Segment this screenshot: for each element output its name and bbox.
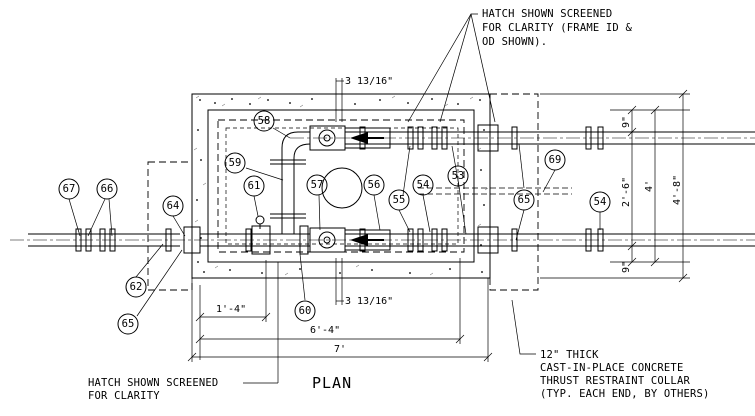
svg-text:56: 56 [368,179,381,191]
callout-65-left: 65 [117,313,139,335]
dimension-texts: 3 13/16" 3 13/16" 1'-4" 6'-4" 7' 9" 9" 2… [216,76,683,355]
svg-text:CAST-IN-PLACE CONCRETE: CAST-IN-PLACE CONCRETE [540,362,683,374]
svg-text:65: 65 [518,194,531,206]
valve-upper [309,125,391,151]
svg-text:54: 54 [417,179,430,191]
dimension-lines [187,78,690,362]
svg-text:60: 60 [299,305,312,317]
dim-bottom-edge: 9" [621,261,632,273]
callout-65-right: 65 [513,189,535,211]
svg-text:HATCH SHOWN SCREENED: HATCH SHOWN SCREENED [482,8,612,20]
svg-text:59: 59 [229,157,242,169]
svg-text:53: 53 [452,170,465,182]
svg-text:55: 55 [393,194,406,206]
valve-lower [309,227,391,253]
note-top-right: HATCH SHOWN SCREENED FOR CLARITY (FRAME … [482,8,632,48]
callout-60: 60 [294,300,316,322]
callout-62: 62 [125,276,147,298]
svg-text:THRUST RESTRAINT COLLAR: THRUST RESTRAINT COLLAR [540,375,690,387]
callout-64: 64 [162,195,184,217]
svg-text:61: 61 [248,180,261,192]
note-bottom-right: 12" THICK CAST-IN-PLACE CONCRETE THRUST … [540,349,710,400]
svg-text:69: 69 [549,154,562,166]
dim-top-edge: 9" [621,116,632,128]
flanges [75,124,604,255]
callout-53: 53 [447,165,469,187]
callout-67: 67 [58,178,80,200]
drawing-title: PLAN [312,374,352,392]
svg-text:12" THICK: 12" THICK [540,349,599,361]
svg-text:FOR CLARITY (FRAME ID &: FOR CLARITY (FRAME ID & [482,22,632,34]
gate-valve-61 [255,215,265,229]
callouts: 67 66 64 62 65 61 59 58 57 56 55 54 53 6… [58,110,611,335]
dim-bottom-offset: 3 13/16" [345,296,393,307]
svg-text:67: 67 [63,183,76,195]
dim-left-offset: 1'-4" [216,304,246,315]
thrust-collars [147,93,539,291]
svg-text:FOR CLARITY: FOR CLARITY [88,390,160,402]
svg-text:57: 57 [311,179,324,191]
dim-top-offset: 3 13/16" [345,76,393,87]
pipes [10,131,755,247]
callout-54-right: 54 [589,191,611,213]
callout-55: 55 [388,189,410,211]
svg-text:65: 65 [122,318,135,330]
svg-text:66: 66 [101,183,114,195]
svg-text:HATCH SHOWN SCREENED: HATCH SHOWN SCREENED [88,377,218,389]
svg-text:54: 54 [594,196,607,208]
callout-69: 69 [544,149,566,171]
vault-walls [191,93,491,279]
dim-inner-length: 6'-4" [310,325,340,336]
svg-text:(TYP. EACH END, BY OTHERS): (TYP. EACH END, BY OTHERS) [540,388,710,400]
svg-text:62: 62 [130,281,143,293]
svg-text:OD SHOWN).: OD SHOWN). [482,36,547,48]
callout-61: 61 [243,175,265,197]
dim-inner-width: 4' [644,180,655,192]
svg-text:58: 58 [258,115,271,127]
callout-66: 66 [96,178,118,200]
callout-56: 56 [363,174,385,196]
dim-pipe-spacing: 2'-6" [621,177,632,207]
callout-57: 57 [306,174,328,196]
callout-59: 59 [224,152,246,174]
note-leaders [243,13,536,384]
note-bottom-left: HATCH SHOWN SCREENED FOR CLARITY [88,377,218,402]
dim-overall-width: 4'-8" [672,175,683,205]
dim-overall-length: 7' [334,344,346,355]
svg-text:64: 64 [167,200,180,212]
leader-lines [68,127,601,317]
callout-58: 58 [253,110,275,132]
callout-54-center: 54 [412,174,434,196]
